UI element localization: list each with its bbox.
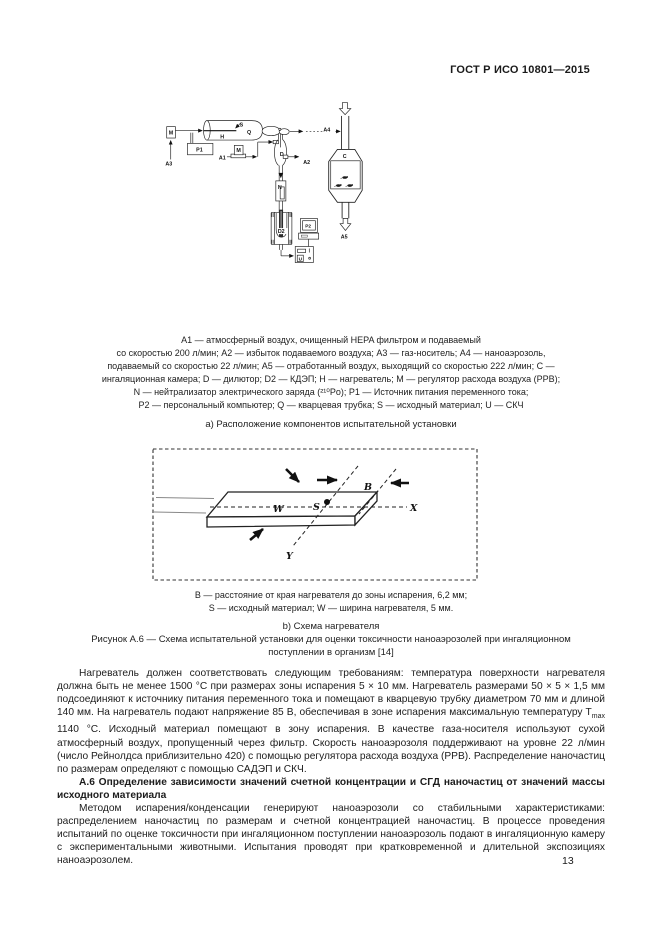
particle-counter: U xyxy=(294,246,314,263)
label-b-distance: В xyxy=(363,482,372,493)
mouse-icon xyxy=(340,176,349,179)
figure-title-line: Рисунок А.6 — Схема испытательной устано… xyxy=(91,634,571,645)
label-x-axis: X xyxy=(409,503,418,514)
label-c: С xyxy=(343,154,347,160)
label-p1: Р1 xyxy=(196,147,203,153)
subfigure-a-title: а) Расположение компонентов испытательно… xyxy=(205,419,457,430)
label-n: N xyxy=(278,185,282,191)
label-s: S xyxy=(240,123,244,129)
label-a3: А3 xyxy=(165,161,172,167)
caption-line: А1 — атмосферный воздух, очищенный HEPA … xyxy=(181,335,481,345)
label-a2: А2 xyxy=(303,160,310,166)
hatch-marks xyxy=(271,213,292,244)
inlet-hollow-arrow-icon xyxy=(338,102,352,116)
label-s-sample: S xyxy=(313,502,320,513)
label-q: Q xyxy=(247,130,251,136)
charge-neutralizer: N xyxy=(275,165,287,213)
caption-line: подаваемый со скоростью 22 л/мин; А5 — о… xyxy=(107,361,555,372)
label-d2: D2 xyxy=(278,229,285,235)
flow-regulator-left: А3 М xyxy=(165,126,203,167)
caption-line: N — нейтрализатор электрического заряда … xyxy=(133,387,529,398)
axes: X Y В xyxy=(210,465,418,562)
subscript-max: max xyxy=(591,713,605,721)
caption-line: Р2 — персональный компьютер; Q — кварцев… xyxy=(138,400,524,411)
aerosol-flow-a4: А4 xyxy=(289,125,341,134)
heater-plate xyxy=(153,490,379,528)
paragraph-method: Методом испарения/конденсации генерируют… xyxy=(57,802,605,867)
mouse-icon xyxy=(334,184,342,187)
figure-b-caption: В — расстояние от края нагревателя до зо… xyxy=(57,589,605,614)
figure-title: Рисунок А.6 — Схема испытательной устано… xyxy=(57,634,605,659)
computer-icon: Р2 xyxy=(298,218,320,247)
subfigure-b-title: b) Схема нагревателя xyxy=(282,621,380,632)
label-a1: А1 xyxy=(219,155,226,161)
paragraph-heater-requirements: Нагреватель должен соответствовать следу… xyxy=(57,667,605,776)
heater-scheme-diagram: X Y В S W xyxy=(152,448,478,581)
label-p2: Р2 xyxy=(305,223,311,228)
outlet-hollow-arrow-icon xyxy=(339,218,352,231)
ejector-venturi xyxy=(261,125,290,137)
quartz-tube: S Н Q xyxy=(203,120,263,141)
label-d: D xyxy=(280,152,284,158)
sample-point: S W xyxy=(273,499,330,515)
test-setup-diagram: А3 М S Н Q Р1 xyxy=(165,102,363,263)
figure-b-border xyxy=(152,448,478,581)
flow-regulator-a1: А1 М xyxy=(219,140,274,161)
figure-a-caption: А1 — атмосферный воздух, очищенный HEPA … xyxy=(57,334,605,413)
label-w-width: W xyxy=(273,504,285,515)
paragraph-text: 1140 °С. Исходный материал помещают в зо… xyxy=(57,724,605,775)
power-supply-p1: Р1 xyxy=(187,132,214,156)
kdep-analyzer: D2 xyxy=(270,209,294,258)
caption-line: ингаляционная камера; D — дилютор; D2 — … xyxy=(101,374,561,385)
body-text: Нагреватель должен соответствовать следу… xyxy=(57,667,605,867)
flow-arrows xyxy=(249,468,409,541)
page-number: 13 xyxy=(562,855,574,867)
caption-line: В — расстояние от края нагревателя до зо… xyxy=(194,590,468,600)
label-u: U xyxy=(299,257,303,262)
figure-title-line: поступлении в организм [14] xyxy=(268,646,394,658)
mouse-icon xyxy=(345,184,354,187)
standard-number-header: ГОСТ Р ИСО 10801—2015 xyxy=(450,64,590,76)
label-a4: А4 xyxy=(323,127,330,133)
label-h: Н xyxy=(220,135,224,141)
paragraph-text: Нагреватель должен соответствовать следу… xyxy=(57,668,605,719)
section-heading-a6: А.6 Определение зависимости значений сче… xyxy=(57,776,605,801)
dilutor: D А2 xyxy=(272,134,310,166)
label-a5: А5 xyxy=(341,234,348,240)
inhalation-chamber: С А5 xyxy=(328,102,363,240)
label-m-mid: М xyxy=(236,148,241,154)
caption-line: со скоростью 200 л/мин; А2 — избыток под… xyxy=(116,348,546,359)
label-y-axis: Y xyxy=(286,551,294,562)
caption-line: S — исходный материал; W — ширина нагрев… xyxy=(208,602,454,613)
label-m-left: М xyxy=(169,131,174,137)
